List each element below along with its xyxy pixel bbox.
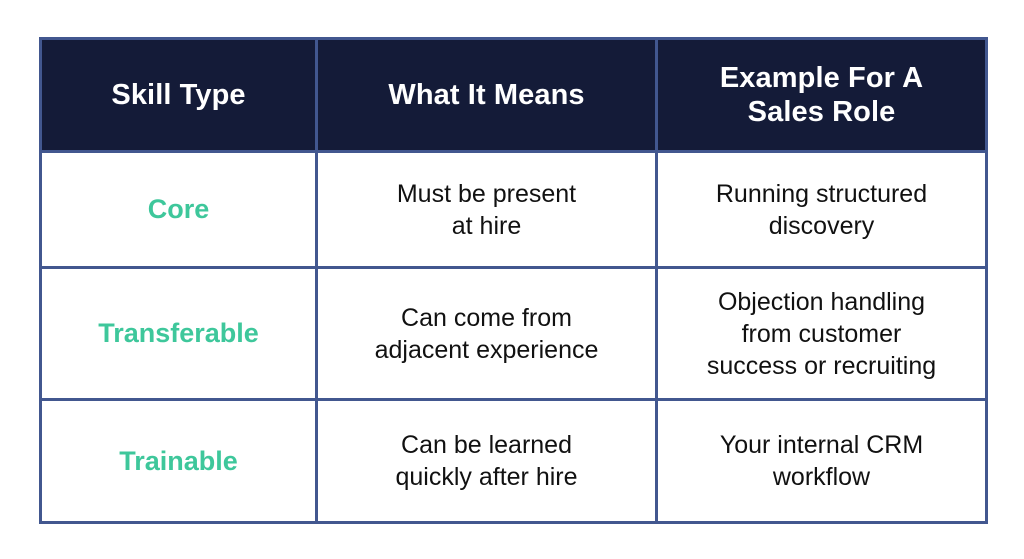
cell-example-trainable: Your internal CRM workflow <box>655 398 988 524</box>
column-header-skill-type-label: Skill Type <box>111 78 246 111</box>
skill-type-label-trainable: Trainable <box>119 445 238 476</box>
example-transferable-line-1: Objection handling <box>717 287 926 316</box>
cell-skill-type-trainable: Trainable <box>39 398 318 524</box>
cell-skill-type-transferable: Transferable <box>39 266 318 401</box>
table-row-transferable: Transferable Can come from adjacent expe… <box>39 266 988 401</box>
what-it-means-transferable-line-2: adjacent experience <box>374 335 599 364</box>
skill-type-label-transferable: Transferable <box>98 318 259 349</box>
what-it-means-core-line-2: at hire <box>451 211 522 240</box>
example-trainable-line-2: workflow <box>772 463 871 491</box>
column-header-what-it-means: What It Means <box>315 37 658 153</box>
example-transferable-line-3: success or recruiting <box>706 351 937 380</box>
what-it-means-core-line-1: Must be present <box>396 179 577 208</box>
cell-skill-type-core: Core <box>39 150 318 269</box>
column-header-what-it-means-line-1: What It Means <box>388 78 585 111</box>
table-row-trainable: Trainable Can be learned quickly after h… <box>39 398 988 524</box>
table-row-core: Core Must be present at hire Running str… <box>39 150 988 269</box>
table-header-row: Skill Type What It Means Example For A S… <box>39 37 988 153</box>
what-it-means-transferable-line-1: Can come from <box>401 303 572 332</box>
cell-example-core: Running structured discovery <box>655 150 988 269</box>
column-header-skill-type: Skill Type <box>39 37 318 153</box>
skill-type-label-core: Core <box>147 194 210 225</box>
cell-example-transferable: Objection handling from customer success… <box>655 266 988 401</box>
example-transferable-line-2: from customer <box>741 319 902 348</box>
cell-what-it-means-trainable: Can be learned quickly after hire <box>315 398 658 524</box>
cell-what-it-means-core: Must be present at hire <box>315 150 658 269</box>
table-body: Core Must be present at hire Running str… <box>39 150 988 524</box>
example-core-line-1: Running structured <box>715 179 928 208</box>
what-it-means-trainable-line-1: Can be learned <box>401 431 572 459</box>
table-header: Skill Type What It Means Example For A S… <box>39 37 988 153</box>
column-header-example-sales-role: Example For A Sales Role <box>655 37 988 153</box>
cell-what-it-means-transferable: Can come from adjacent experience <box>315 266 658 401</box>
column-header-example-sales-role-line-1: Example For A <box>719 61 924 94</box>
skill-type-table: Skill Type What It Means Example For A S… <box>39 37 988 524</box>
example-trainable-line-1: Your internal CRM <box>719 431 924 459</box>
column-header-example-sales-role-line-2: Sales Role <box>747 96 896 128</box>
what-it-means-trainable-line-2: quickly after hire <box>395 463 578 491</box>
example-core-line-2: discovery <box>768 211 875 240</box>
